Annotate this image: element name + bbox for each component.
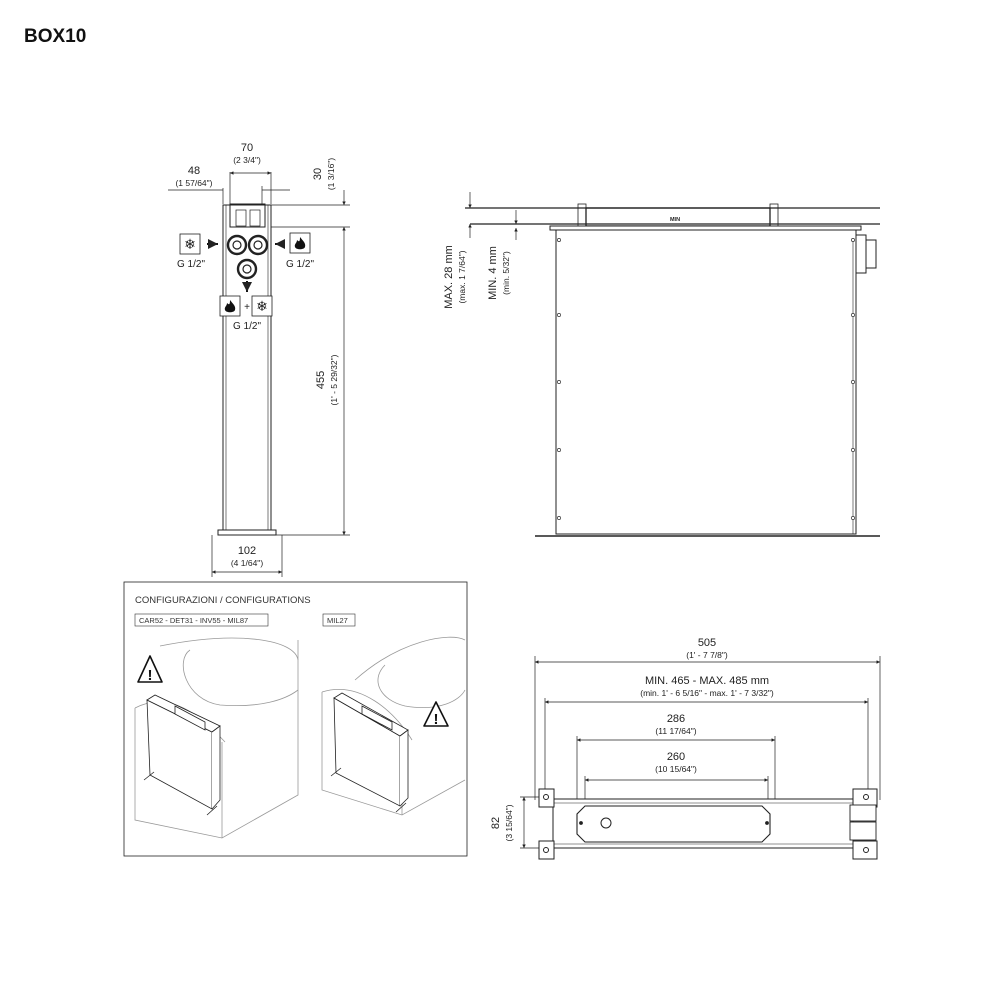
dim-inner-imp: (11 17/64") bbox=[655, 726, 696, 736]
column-cap bbox=[229, 203, 266, 228]
inlet-left bbox=[226, 234, 248, 256]
column-body bbox=[222, 204, 272, 536]
page-title: BOX10 bbox=[24, 26, 87, 47]
dim-max-imp: (max. 1 7/64") bbox=[457, 250, 467, 303]
dim-min: MIN. 4 mm bbox=[487, 246, 499, 300]
hot-water-icon bbox=[219, 295, 241, 317]
top-view-dimensions bbox=[520, 656, 881, 849]
side-rivets bbox=[557, 238, 855, 520]
dim-inner: 286 bbox=[667, 713, 685, 725]
svg-text:❄: ❄ bbox=[184, 237, 196, 253]
dim-height: 455 bbox=[315, 371, 327, 389]
dim-height-imp: (1' - 5 29/32") bbox=[329, 354, 339, 405]
dim-base-width-imp: (4 1/64") bbox=[231, 558, 263, 568]
dim-overall: 505 bbox=[698, 637, 716, 649]
cold-water-icon: ❄ bbox=[179, 233, 201, 255]
svg-text:!: ! bbox=[148, 667, 153, 684]
dim-min-imp: (min. 5/32") bbox=[501, 251, 511, 295]
configurations-heading: CONFIGURAZIONI / CONFIGURATIONS bbox=[135, 595, 311, 606]
outlet bbox=[236, 258, 258, 280]
dim-plate: 260 bbox=[667, 751, 685, 763]
side-view bbox=[465, 203, 880, 537]
warning-icon: ! bbox=[423, 701, 449, 728]
thread-bottom: G 1/2" bbox=[233, 321, 261, 332]
thread-right: G 1/2" bbox=[286, 259, 314, 270]
config-right-box bbox=[330, 692, 409, 813]
top-view bbox=[538, 788, 878, 860]
top-plate bbox=[576, 805, 771, 843]
front-dimensions bbox=[168, 171, 350, 577]
svg-text:❄: ❄ bbox=[256, 299, 268, 315]
side-body bbox=[555, 227, 857, 535]
dim-max: MAX. 28 mm bbox=[443, 245, 455, 309]
hot-water-icon bbox=[289, 232, 311, 254]
dim-range-imp: (min. 1' - 6 5/16" - max. 1' - 7 3/32") bbox=[640, 688, 774, 698]
svg-text:+: + bbox=[244, 302, 250, 313]
front-view bbox=[217, 203, 277, 536]
dim-offset: 48 bbox=[188, 165, 200, 177]
dim-depth: 82 bbox=[490, 817, 502, 829]
dim-overall-imp: (1' - 7 7/8") bbox=[686, 650, 728, 660]
plate-mark: MIN bbox=[670, 217, 680, 223]
cold-water-icon: ❄ bbox=[251, 295, 273, 317]
dim-width-top-imp: (2 3/4") bbox=[233, 155, 261, 165]
config-left-box bbox=[143, 694, 221, 816]
dim-range: MIN. 465 - MAX. 485 mm bbox=[645, 675, 769, 687]
svg-text:!: ! bbox=[434, 711, 439, 728]
dim-depth-imp: (3 15/64") bbox=[504, 804, 514, 841]
dim-plate-imp: (10 15/64") bbox=[655, 764, 697, 774]
config-right-models: MIL27 bbox=[327, 616, 348, 625]
warning-icon: ! bbox=[137, 655, 163, 684]
side-dimensions bbox=[468, 192, 518, 240]
dim-base-width: 102 bbox=[238, 545, 256, 557]
config-left-models: CAR52 - DET31 - INV55 - MIL87 bbox=[139, 616, 248, 625]
dim-cap-height-imp: (1 3/16") bbox=[326, 158, 336, 190]
thread-left: G 1/2" bbox=[177, 259, 205, 270]
configurations-panel: CONFIGURAZIONI / CONFIGURATIONS CAR52 - … bbox=[123, 581, 468, 857]
inlet-right bbox=[247, 234, 269, 256]
dim-cap-height: 30 bbox=[312, 168, 324, 180]
dim-width-top: 70 bbox=[241, 142, 253, 154]
dim-offset-imp: (1 57/64") bbox=[175, 178, 212, 188]
